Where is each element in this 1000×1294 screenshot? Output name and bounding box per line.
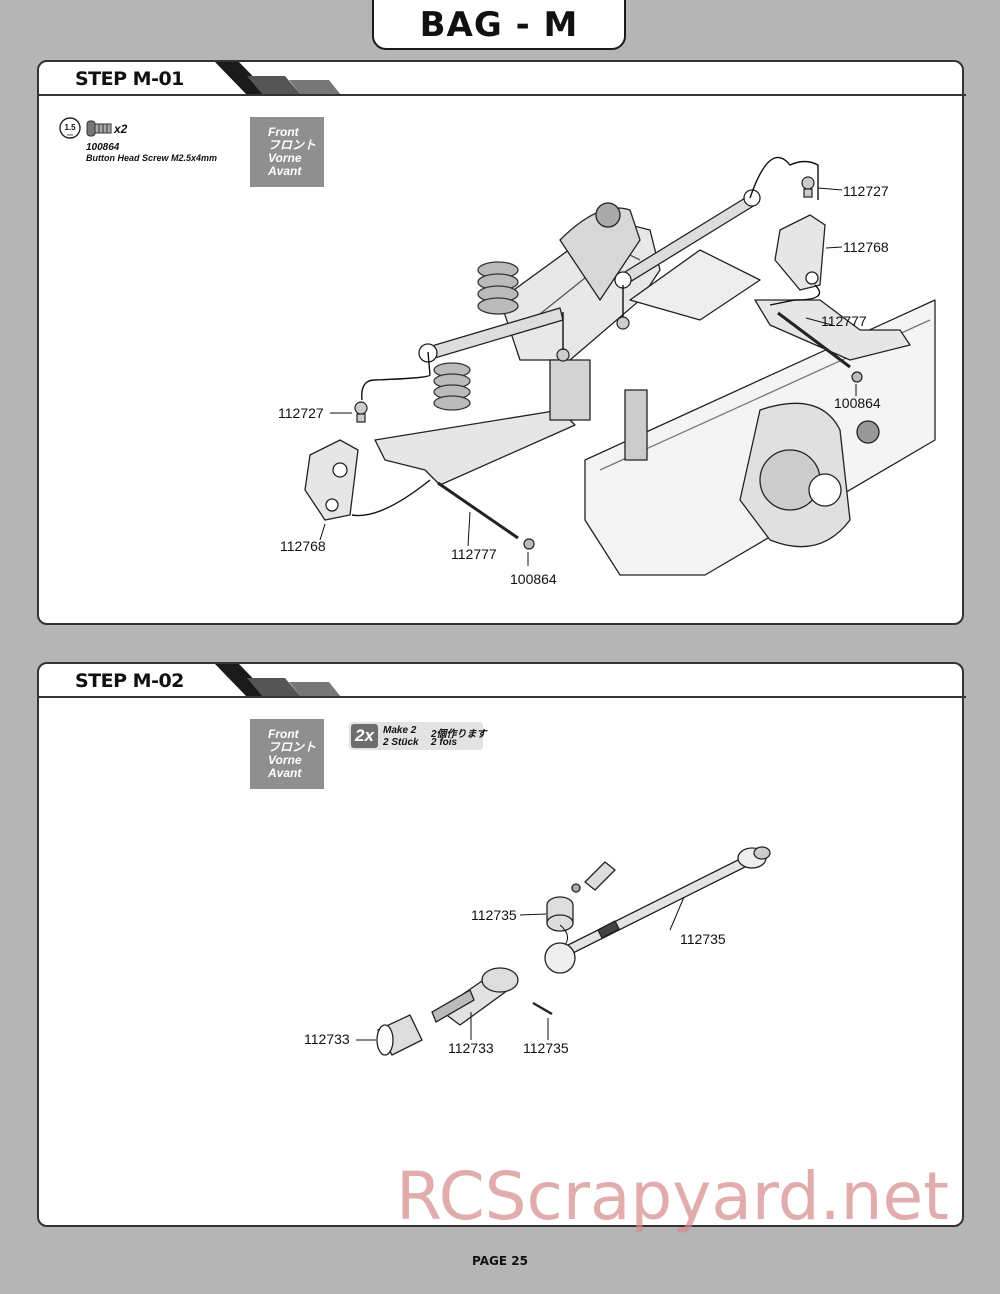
coupler <box>546 896 574 932</box>
front-fr: Avant <box>268 164 302 178</box>
lower-ball-stud <box>354 401 368 423</box>
shaft-yoke <box>737 846 771 869</box>
label-upper-hub-carrier: 112768 <box>843 239 889 255</box>
drive-shaft-illustration <box>356 846 771 1056</box>
front-de: Vorne <box>268 753 302 767</box>
label-cross-pin: 112735 <box>523 1040 569 1056</box>
hex-wrench-icon: 1.5 mm <box>59 117 112 139</box>
outdrive <box>431 967 519 1026</box>
front-en: Front <box>268 125 299 139</box>
watermark: RCScrapyard.net <box>396 1158 949 1235</box>
lower-arm-right <box>754 299 911 361</box>
label-lower-hinge-pin: 112777 <box>451 546 497 562</box>
hardware-name: Button Head Screw M2.5x4mm <box>86 153 218 163</box>
upper-turnbuckle-rear <box>614 189 761 289</box>
shaft-ball-end <box>544 942 576 974</box>
tool-unit: mm <box>67 133 73 137</box>
lower-hinge-pin <box>437 481 519 540</box>
grease-tube-icon <box>571 861 616 893</box>
label-upper-hinge-pin: 112777 <box>821 313 867 329</box>
label-outdrive: 112733 <box>448 1040 494 1056</box>
make-count: 2x <box>351 724 378 748</box>
upper-hub-carrier <box>774 214 826 291</box>
upper-screw-icon <box>851 371 863 383</box>
label-upper-screw: 100864 <box>834 395 881 411</box>
upper-hinge-pin <box>777 311 851 369</box>
step-m01-header-tab <box>39 62 966 96</box>
make-quantity-badge: 2x Make 2 2個作ります 2 Stück 2 fois <box>349 722 487 750</box>
lower-hub-carrier <box>304 439 359 521</box>
make-en: Make 2 <box>383 725 417 736</box>
step-m02-title: STEP M-02 <box>75 670 184 692</box>
upper-ball-stud <box>801 176 815 198</box>
make-jp: 2個作ります <box>431 729 487 740</box>
hardware-part-no: 100864 <box>86 142 120 153</box>
front-fr: Avant <box>268 766 302 780</box>
step-m01-title: STEP M-01 <box>75 68 184 90</box>
front-suspension-illustration <box>304 156 936 576</box>
upper-arm-center <box>629 249 761 321</box>
front-jp: フロント <box>268 740 317 754</box>
label-coupler: 112735 <box>471 907 517 923</box>
make-de: 2 Stück <box>383 737 419 748</box>
front-indicator: Front フロント Vorne Avant <box>250 117 324 187</box>
bag-title: BAG - M <box>372 0 626 50</box>
front-de: Vorne <box>268 151 302 165</box>
label-lower-screw: 100864 <box>510 571 557 587</box>
make-fr: 2 fois <box>431 737 458 748</box>
drive-cup <box>376 1014 423 1056</box>
front-en: Front <box>268 727 299 741</box>
shock-spring-front <box>433 362 471 411</box>
label-lower-hub-carrier: 112768 <box>280 538 326 554</box>
lower-screw-icon <box>523 538 535 550</box>
step-m02-panel: STEP M-02 <box>37 662 966 1227</box>
hardware-qty: x2 <box>114 122 128 136</box>
front-indicator-step2: Front フロント Vorne Avant <box>250 719 324 789</box>
cross-pin <box>532 1001 553 1016</box>
label-drive-cup: 112733 <box>304 1031 350 1047</box>
lower-arm-left <box>374 409 576 486</box>
page-number: PAGE 25 <box>472 1254 528 1268</box>
tool-size: 1.5 <box>64 123 76 132</box>
label-drive-shaft: 112735 <box>680 931 726 947</box>
lower-assembly-path <box>351 351 431 517</box>
front-jp: フロント <box>268 138 317 152</box>
label-lower-ball-stud: 112727 <box>278 405 324 421</box>
button-head-screw-icon <box>86 120 112 137</box>
front-pulley <box>856 420 880 444</box>
label-upper-ball-stud: 112727 <box>843 183 889 199</box>
upper-assembly-path <box>749 156 821 306</box>
shock-spring-rear <box>477 261 519 315</box>
step-m02-header-tab <box>39 664 966 698</box>
